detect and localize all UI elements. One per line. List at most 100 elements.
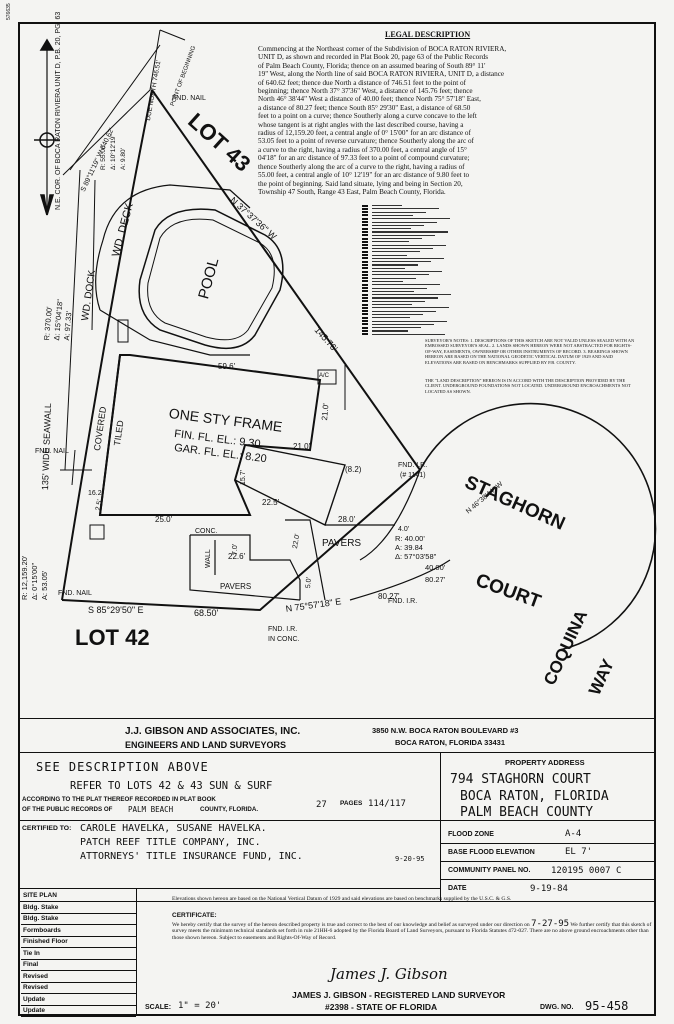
dim-15-7: 15.7' bbox=[240, 470, 247, 485]
legend-entry-key bbox=[362, 306, 368, 309]
legal-description: Commencing at the Northeast corner of th… bbox=[258, 45, 643, 196]
curve3-arc: A: 39.84 bbox=[395, 543, 423, 552]
legend-entry-mark bbox=[372, 244, 446, 246]
legend-entry-key bbox=[362, 207, 368, 210]
legend-entry-mark bbox=[372, 310, 436, 312]
surveyor-notes: SURVEYOR'S NOTES: 1. DESCRIPTIONS OF THI… bbox=[425, 338, 635, 365]
curve1-delta: Δ: 0°15'00" bbox=[30, 562, 39, 600]
revision-row: Revised bbox=[21, 982, 136, 994]
dwg-number: 95-458 bbox=[585, 999, 629, 1013]
legend-entry-key bbox=[362, 333, 368, 336]
legend-entry-key bbox=[362, 323, 368, 326]
legend-entry-mark bbox=[372, 241, 409, 243]
pool-outline bbox=[138, 208, 284, 350]
certified-line-1: CAROLE HAVELKA, SUSANE HAVELKA. bbox=[80, 823, 267, 834]
legend-entry-mark bbox=[372, 208, 439, 210]
curve4-arc: A: 9.80' bbox=[120, 148, 127, 170]
legend-entry-mark bbox=[372, 271, 442, 273]
legend-entry-key bbox=[362, 267, 368, 270]
legend-entry-mark bbox=[372, 214, 413, 217]
legend-entry-key bbox=[362, 296, 368, 299]
legal-line: beginning; thence North 37° 37'36" West,… bbox=[258, 87, 473, 96]
company-subtitle: ENGINEERS AND LAND SURVEYORS bbox=[125, 740, 287, 750]
legal-heading: LEGAL DESCRIPTION bbox=[385, 30, 471, 39]
legend-entry-mark bbox=[372, 297, 438, 299]
legend-entry-mark bbox=[372, 287, 427, 289]
legend-entry-key bbox=[362, 237, 368, 240]
plat-label-1: ACCORDING TO THE PLAT THEREOF RECORDED I… bbox=[22, 796, 216, 803]
certified-line-2: PATCH REEF TITLE COMPANY, INC. bbox=[80, 837, 261, 848]
certified-label: CERTIFIED TO: bbox=[22, 825, 72, 832]
dim-4-0: 4.0' bbox=[398, 526, 410, 533]
pavers-label: PAVERS bbox=[322, 538, 362, 549]
legend-entry-key bbox=[362, 270, 368, 273]
legend-entry-key bbox=[362, 214, 368, 217]
revision-row: Update bbox=[21, 1005, 136, 1017]
plat-pages: 114/117 bbox=[368, 799, 406, 809]
dwg-label: DWG. NO. bbox=[540, 1004, 574, 1011]
legend-entry-key bbox=[362, 221, 368, 223]
curve4-delta: Δ: 10°12'19" bbox=[110, 134, 117, 170]
legend-entry-mark bbox=[372, 224, 424, 226]
address-line-3: PALM BEACH COUNTY bbox=[460, 805, 594, 820]
legend-entry-mark bbox=[372, 294, 451, 296]
legend-entry-key bbox=[362, 260, 368, 263]
boundary-west-curve bbox=[61, 89, 153, 601]
legend-entry-mark bbox=[372, 317, 410, 319]
dim-59-6: 59.6' bbox=[218, 362, 236, 371]
pavers-label-2: PAVERS bbox=[220, 582, 252, 591]
legal-line: thence Southerly along the arc of a curv… bbox=[258, 162, 465, 171]
revision-row: Revised bbox=[21, 971, 136, 983]
plat-pages-label: PAGES bbox=[340, 800, 363, 807]
legend-entry-key bbox=[362, 250, 368, 253]
dim-21-0-a: 21.0' bbox=[320, 402, 331, 421]
legal-line: the point of beginning. Said land situat… bbox=[258, 179, 463, 188]
see-description: SEE DESCRIPTION ABOVE bbox=[36, 760, 209, 774]
fnd-ir-1-number: (# 1141) bbox=[400, 472, 426, 479]
revision-row-label: Formboards bbox=[23, 926, 61, 934]
legend-entry-mark bbox=[372, 300, 425, 302]
legend-entry-key bbox=[362, 287, 368, 289]
legal-line: North 46° 38'44" West a distance of 40.0… bbox=[258, 95, 481, 104]
legend-entry-key bbox=[362, 254, 368, 256]
legend-entry-mark bbox=[372, 313, 423, 316]
legend-entry-key bbox=[362, 290, 368, 293]
legend-entry-mark bbox=[372, 254, 407, 256]
fnd-ir-3-conc: IN CONC. bbox=[268, 636, 300, 643]
legend-entry-mark bbox=[372, 264, 418, 266]
legend-entry-mark bbox=[372, 261, 431, 263]
legend-entry-mark bbox=[372, 247, 433, 250]
fnd-nail-1: FND. NAIL bbox=[172, 95, 206, 102]
revision-row: Formboards bbox=[21, 925, 136, 937]
ne-corner-label: N.E. COR. OF BOCA RATON RIVIERA UNIT D, … bbox=[55, 11, 62, 210]
survey-drawing bbox=[34, 29, 657, 651]
legend-entry-key bbox=[362, 300, 368, 303]
revision-row: Final bbox=[21, 959, 136, 971]
revision-row: Finished Floor bbox=[21, 936, 136, 948]
legend-entry-mark bbox=[372, 323, 434, 325]
refer-lots: REFER TO LOTS 42 & 43 SUN & SURF bbox=[70, 780, 273, 792]
legend-entry-key bbox=[362, 303, 368, 306]
legend-entry-key bbox=[362, 204, 368, 207]
dim-16-2: 16.2' bbox=[88, 490, 103, 497]
legal-line: Commencing at the Northeast corner of th… bbox=[258, 45, 507, 53]
plat-county: COUNTY, FLORIDA. bbox=[200, 806, 259, 813]
plat-county-handwritten: PALM BEACH bbox=[128, 805, 174, 814]
legend-entry-mark bbox=[372, 277, 416, 279]
dim-5-0: 5.0' bbox=[305, 576, 313, 589]
conc-label: CONC. bbox=[195, 528, 218, 535]
company-address-1: 3850 N.W. BOCA RATON BOULEVARD #3 bbox=[372, 726, 519, 735]
dim-8-2: (8.2) bbox=[345, 465, 362, 474]
legend-entry-key bbox=[362, 257, 368, 260]
distance-40: 40.00' bbox=[425, 563, 446, 572]
legend-entry-key bbox=[362, 224, 368, 227]
plat-book: 27 bbox=[316, 800, 327, 810]
surveyor-registration: #2398 - STATE OF FLORIDA bbox=[325, 1002, 438, 1012]
legend-entry-key bbox=[362, 244, 368, 247]
bfe: EL 7' bbox=[565, 847, 593, 857]
certified-line-3: ATTORNEYS' TITLE INSURANCE FUND, INC. bbox=[80, 851, 303, 862]
date-label: DATE bbox=[448, 885, 467, 892]
company-address-2: BOCA RATON, FLORIDA 33431 bbox=[395, 738, 506, 747]
distance-bottom: 68.50' bbox=[194, 608, 219, 618]
bearing-bottom: S 85°29'50" E bbox=[88, 605, 144, 615]
